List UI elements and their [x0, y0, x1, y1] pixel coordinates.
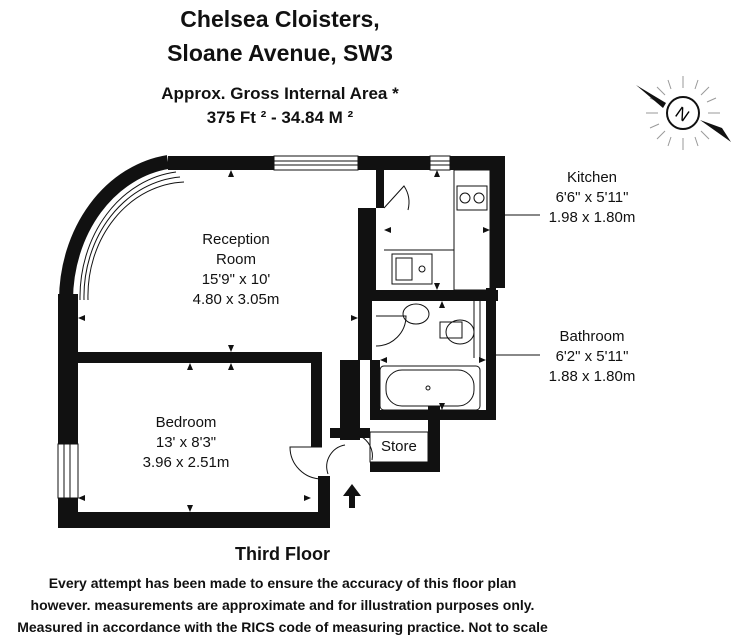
bedroom-label: Bedroom 13' x 8'3" 3.96 x 2.51m [127, 413, 245, 473]
disclaimer-line-3: Measured in accordance with the RICS cod… [17, 619, 548, 635]
bathroom-name: Bathroom [559, 328, 625, 345]
bathroom-metric: 1.88 x 1.80m [548, 368, 636, 385]
bathroom-label: Bathroom 6'2" x 5'11" 1.88 x 1.80m [538, 327, 646, 387]
reception-metric: 4.80 x 3.05m [192, 291, 280, 308]
address-line-2: Sloane Avenue, SW3 [167, 40, 393, 66]
bedroom-imperial: 13' x 8'3" [155, 434, 217, 451]
store-name: Store [381, 438, 417, 455]
kitchen-metric: 1.98 x 1.80m [548, 209, 636, 226]
kitchen-name: Kitchen [566, 169, 618, 186]
address-line-1: Chelsea Cloisters, [180, 6, 380, 32]
bedroom-metric: 3.96 x 2.51m [142, 454, 230, 471]
disclaimer-line-1: Every attempt has been made to ensure th… [48, 575, 517, 591]
kitchen-label: Kitchen 6'6" x 5'11" 1.98 x 1.80m [538, 168, 646, 228]
compass-icon [636, 76, 731, 150]
area-title: Approx. Gross Internal Area * [161, 84, 399, 103]
floor-label: Third Floor [235, 544, 330, 564]
entrance-arrow-icon [343, 484, 361, 508]
store-label: Store [381, 437, 417, 457]
disclaimer-line-2: however. measurements are approximate an… [30, 597, 535, 613]
reception-imperial: 15'9" x 10' [201, 271, 271, 288]
reception-label: Reception Room 15'9" x 10' 4.80 x 3.05m [178, 230, 294, 310]
bathroom-imperial: 6'2" x 5'11" [555, 348, 629, 365]
area-value: 375 Ft ² - 34.84 M ² [206, 108, 354, 127]
kitchen-imperial: 6'6" x 5'11" [555, 189, 629, 206]
bedroom-name: Bedroom [155, 414, 217, 431]
reception-name-1: Reception [202, 231, 270, 248]
reception-name-2: Room [215, 251, 256, 268]
